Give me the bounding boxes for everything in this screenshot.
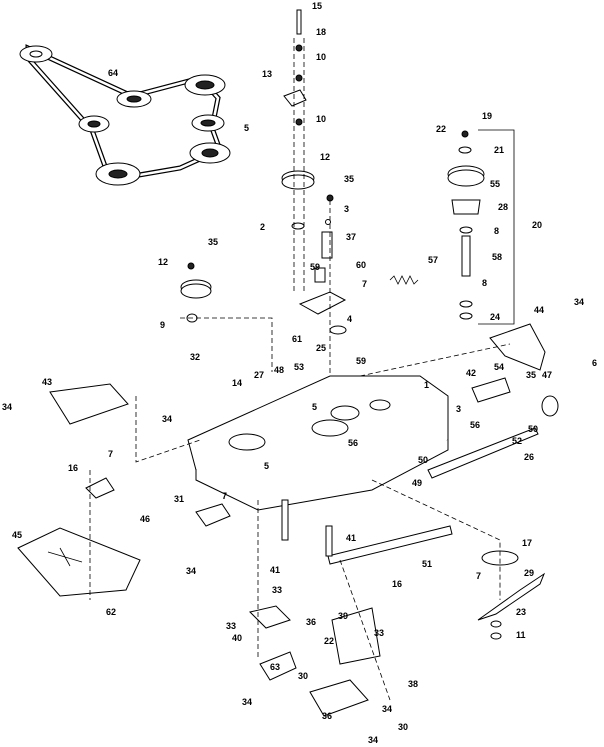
callout-label: 8 bbox=[494, 226, 499, 236]
mower-deck bbox=[17, 323, 559, 717]
callout-label: 58 bbox=[492, 252, 502, 262]
callout-label: 31 bbox=[174, 494, 184, 504]
callout-label: 38 bbox=[408, 679, 418, 689]
callout-label: 16 bbox=[392, 579, 402, 589]
callout-label: 35 bbox=[344, 174, 354, 184]
callout-label: 34 bbox=[2, 402, 12, 412]
left-idler bbox=[180, 262, 273, 372]
callout-label: 4 bbox=[347, 314, 352, 324]
callout-label: 56 bbox=[348, 438, 358, 448]
callout-label: 27 bbox=[254, 370, 264, 380]
callout-label: 5 bbox=[264, 461, 269, 471]
callout-label: 22 bbox=[324, 636, 334, 646]
callout-label: 34 bbox=[186, 566, 196, 576]
callout-label: 24 bbox=[490, 312, 500, 322]
callout-label: 34 bbox=[382, 704, 392, 714]
callout-label: 51 bbox=[422, 559, 432, 569]
callout-label: 37 bbox=[346, 232, 356, 242]
callout-label: 12 bbox=[320, 152, 330, 162]
callout-label: 40 bbox=[232, 633, 242, 643]
callout-label: 46 bbox=[140, 514, 150, 524]
callout-label: 50 bbox=[418, 455, 428, 465]
callout-label: 26 bbox=[524, 452, 534, 462]
callout-label: 34 bbox=[162, 414, 172, 424]
callout-label: 59 bbox=[310, 262, 320, 272]
callout-label: 60 bbox=[356, 260, 366, 270]
callout-label: 11 bbox=[516, 630, 526, 640]
callout-label: 43 bbox=[42, 377, 52, 387]
callout-label: 7 bbox=[476, 571, 481, 581]
callout-label: 7 bbox=[222, 491, 227, 501]
callout-label: 14 bbox=[232, 378, 242, 388]
callout-label: 56 bbox=[470, 420, 480, 430]
callout-label: 8 bbox=[482, 278, 487, 288]
callout-label: 5 bbox=[244, 123, 249, 133]
callout-label: 45 bbox=[12, 530, 22, 540]
callout-label: 62 bbox=[106, 607, 116, 617]
callout-label: 16 bbox=[68, 463, 78, 473]
belt-assembly bbox=[19, 44, 231, 186]
callout-label: 36 bbox=[322, 711, 332, 721]
callout-label: 59 bbox=[356, 356, 366, 366]
callout-label: 61 bbox=[292, 334, 302, 344]
callout-label: 7 bbox=[108, 449, 113, 459]
callout-label: 6 bbox=[592, 358, 597, 368]
callout-label: 34 bbox=[242, 697, 252, 707]
callout-label: 36 bbox=[306, 617, 316, 627]
callout-label: 15 bbox=[312, 1, 322, 11]
callout-label: 28 bbox=[498, 202, 508, 212]
callout-label: 3 bbox=[344, 204, 349, 214]
callout-label: 10 bbox=[316, 114, 326, 124]
callout-label: 53 bbox=[294, 362, 304, 372]
callout-label: 33 bbox=[272, 585, 282, 595]
spindle-assembly bbox=[447, 129, 515, 325]
callout-label: 50 bbox=[528, 424, 538, 434]
callout-label: 44 bbox=[534, 305, 544, 315]
callout-label: 25 bbox=[316, 343, 326, 353]
callout-label: 17 bbox=[522, 538, 532, 548]
callout-label: 41 bbox=[346, 533, 356, 543]
callout-label: 23 bbox=[516, 607, 526, 617]
callout-label: 34 bbox=[368, 735, 378, 745]
callout-label: 3 bbox=[456, 404, 461, 414]
callout-label: 9 bbox=[160, 320, 165, 330]
callout-label: 22 bbox=[436, 124, 446, 134]
callout-label: 30 bbox=[298, 671, 308, 681]
callout-label: 13 bbox=[262, 69, 272, 79]
callout-label: 35 bbox=[208, 237, 218, 247]
callout-label: 57 bbox=[428, 255, 438, 265]
callout-label: 49 bbox=[412, 478, 422, 488]
callout-label: 64 bbox=[108, 68, 118, 78]
callout-label: 47 bbox=[542, 370, 552, 380]
callout-label: 39 bbox=[338, 611, 348, 621]
callout-label: 63 bbox=[270, 662, 280, 672]
callout-label: 41 bbox=[270, 565, 280, 575]
callout-label: 18 bbox=[316, 27, 326, 37]
center-idler-stack bbox=[281, 9, 419, 400]
callout-label: 7 bbox=[362, 279, 367, 289]
callout-label: 2 bbox=[260, 222, 265, 232]
callout-label: 55 bbox=[490, 179, 500, 189]
callout-label: 42 bbox=[466, 368, 476, 378]
callout-label: 54 bbox=[494, 362, 504, 372]
callout-label: 10 bbox=[316, 52, 326, 62]
callout-label: 35 bbox=[526, 370, 536, 380]
callout-label: 34 bbox=[574, 297, 584, 307]
callout-label: 5 bbox=[312, 402, 317, 412]
callout-label: 21 bbox=[494, 145, 504, 155]
callout-label: 52 bbox=[512, 436, 522, 446]
callout-label: 32 bbox=[190, 352, 200, 362]
callout-label: 1 bbox=[424, 380, 429, 390]
callout-label: 48 bbox=[274, 365, 284, 375]
callout-label: 33 bbox=[226, 621, 236, 631]
callout-label: 33 bbox=[374, 628, 384, 638]
callout-label: 30 bbox=[398, 722, 408, 732]
callout-label: 20 bbox=[532, 220, 542, 230]
callout-label: 19 bbox=[482, 111, 492, 121]
callout-label: 29 bbox=[524, 568, 534, 578]
callout-label: 12 bbox=[158, 257, 168, 267]
